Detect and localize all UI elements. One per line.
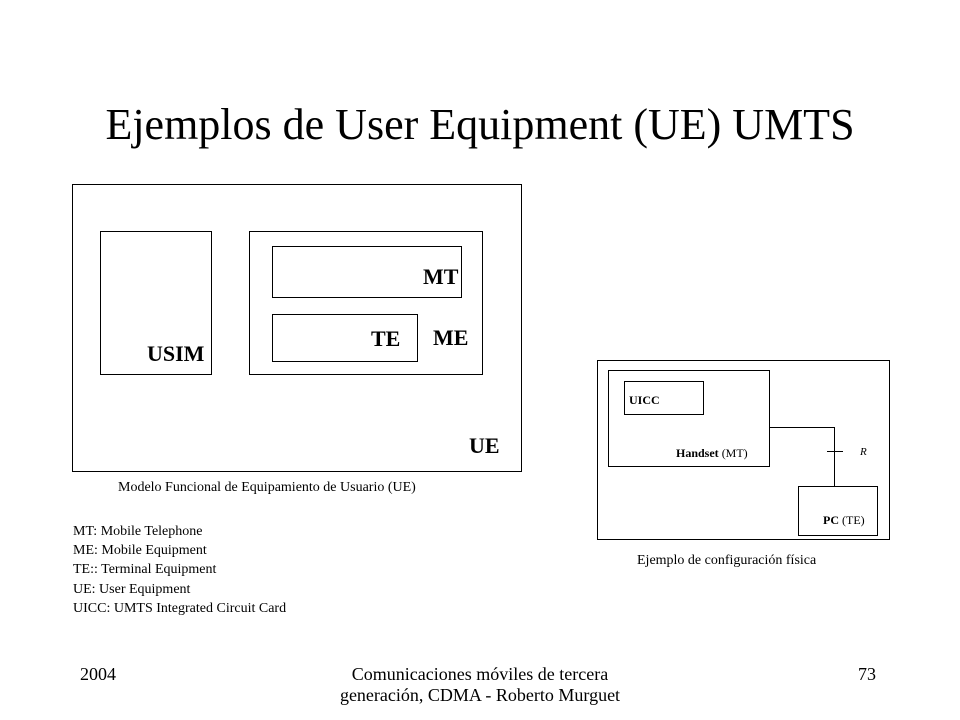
usim-box: USIM bbox=[100, 231, 212, 375]
r-reference-tick bbox=[827, 451, 843, 452]
uicc-label: UICC bbox=[629, 393, 660, 407]
functional-model-caption: Modelo Funcional de Equipamiento de Usua… bbox=[118, 480, 416, 495]
pc-name: PC bbox=[823, 513, 839, 527]
legend-item: UICC: UMTS Integrated Circuit Card bbox=[73, 600, 287, 616]
physical-config-box: UICC Handset (MT) R PC (TE) bbox=[597, 360, 890, 540]
r-reference-label: R bbox=[860, 446, 867, 458]
legend-item: ME: Mobile Equipment bbox=[73, 543, 207, 559]
handset-box: UICC Handset (MT) bbox=[608, 370, 770, 467]
legend-item: TE:: Terminal Equipment bbox=[73, 562, 217, 578]
handset-pc-link-horizontal bbox=[769, 427, 835, 428]
abbreviation-legend: MT: Mobile Telephone ME: Mobile Equipmen… bbox=[73, 522, 286, 618]
pc-role: (TE) bbox=[842, 513, 865, 527]
me-label: ME bbox=[433, 325, 469, 350]
ue-label: UE bbox=[469, 433, 500, 458]
te-label: TE bbox=[371, 326, 401, 351]
uicc-box: UICC bbox=[624, 381, 704, 415]
handset-name: Handset bbox=[676, 446, 719, 460]
physical-config-caption: Ejemplo de configuración física bbox=[637, 553, 817, 568]
slide-title: Ejemplos de User Equipment (UE) UMTS bbox=[105, 100, 855, 149]
handset-label: Handset (MT) bbox=[676, 446, 748, 461]
mt-label: MT bbox=[423, 264, 459, 289]
footer-page-number: 73 bbox=[858, 664, 876, 684]
legend-item: MT: Mobile Telephone bbox=[73, 524, 203, 539]
ue-box: USIM MT TE ME UE bbox=[72, 184, 522, 472]
footer-year: 2004 bbox=[80, 664, 116, 684]
me-box: MT TE ME bbox=[249, 231, 483, 375]
handset-role: (MT) bbox=[721, 446, 748, 460]
footer-center-text: Comunicaciones móviles de tercera genera… bbox=[339, 664, 621, 705]
pc-label: PC (TE) bbox=[823, 513, 865, 528]
usim-label: USIM bbox=[147, 341, 205, 366]
pc-box: PC (TE) bbox=[798, 486, 878, 536]
te-box: TE bbox=[272, 314, 418, 362]
mt-box: MT bbox=[272, 246, 462, 298]
handset-pc-link-vertical bbox=[834, 427, 835, 486]
legend-item: UE: User Equipment bbox=[73, 581, 191, 597]
